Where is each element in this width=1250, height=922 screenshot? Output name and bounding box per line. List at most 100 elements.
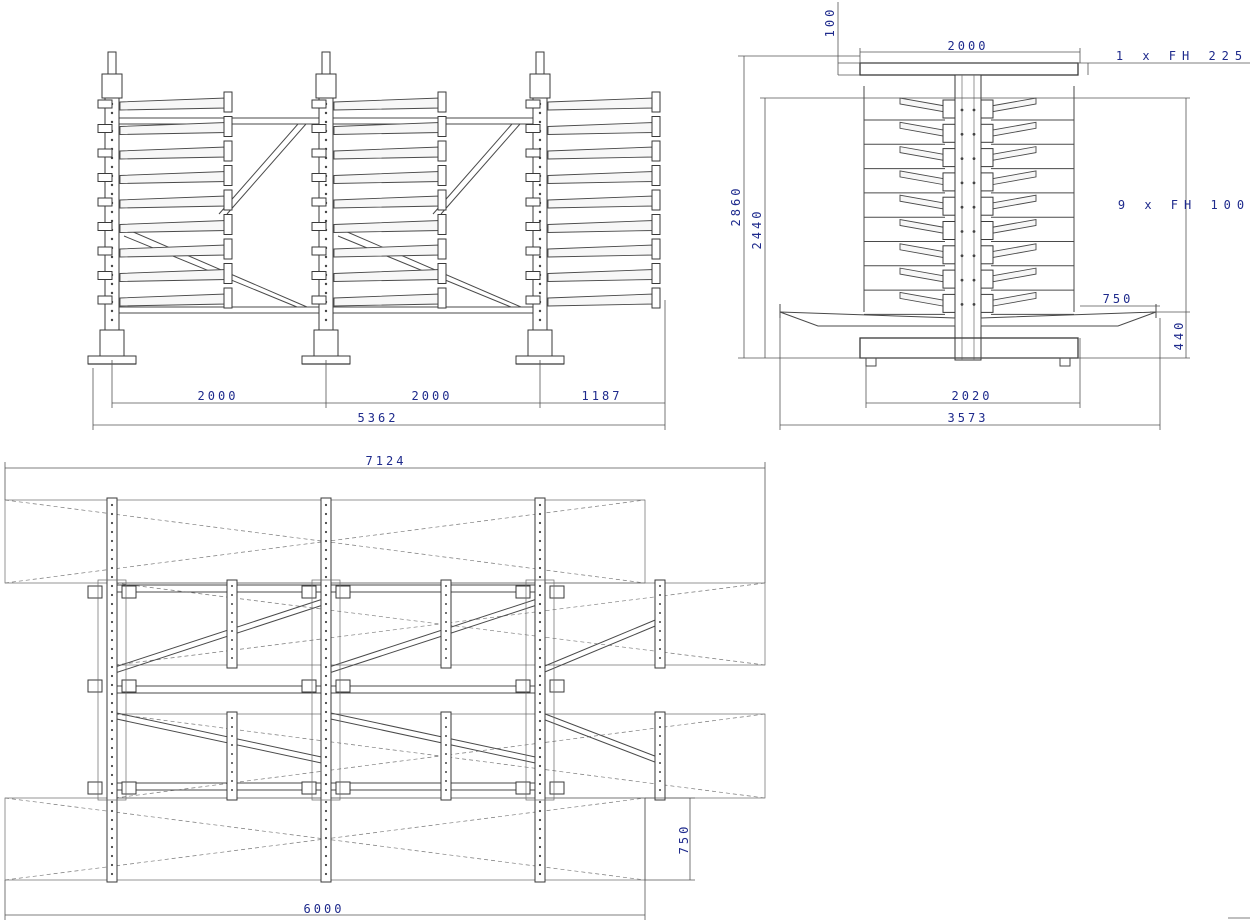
front-arm-tip	[223, 189, 233, 211]
plan-diagonal-brace	[539, 617, 661, 669]
front-arm-bracket	[97, 246, 113, 256]
plan-arm-end	[226, 579, 238, 669]
front-arm-tip	[651, 165, 661, 186]
base-width-dimension: 2020	[952, 389, 993, 403]
front-arm-tip	[651, 140, 661, 162]
side-arm-left	[899, 121, 946, 137]
front-dimensions	[92, 300, 666, 430]
front-column-top	[107, 51, 117, 75]
plan-arm-end	[654, 579, 666, 669]
front-arm-tip	[223, 263, 233, 284]
front-arm-tip	[437, 263, 447, 284]
side-column	[954, 74, 982, 361]
front-elevation-view: 2000 2000 1187 5362	[87, 51, 666, 430]
front-arm-tip	[437, 140, 447, 162]
front-bay-2-dimension: 2000	[412, 389, 453, 403]
plan-connector	[515, 585, 531, 599]
plan-column	[320, 497, 332, 883]
front-arm-bracket	[311, 173, 327, 182]
front-arm-bracket	[97, 222, 113, 231]
plan-connector	[515, 679, 531, 693]
front-arm-tip	[223, 91, 233, 113]
front-arm-bracket	[311, 124, 327, 133]
arm-levels-note: 9 x FH 100	[1118, 198, 1250, 212]
front-arm	[547, 293, 655, 307]
side-arm-right	[990, 194, 1037, 210]
side-arm-left	[899, 170, 946, 186]
front-arm	[119, 293, 227, 307]
side-arm-right	[990, 243, 1037, 259]
plan-diagonal-brace	[111, 597, 327, 669]
front-arm-tip	[437, 287, 447, 309]
front-arm-tip	[651, 116, 661, 137]
front-arm-bracket	[311, 271, 327, 280]
front-arm	[333, 171, 441, 184]
plan-column	[534, 497, 546, 883]
front-arm-tip	[223, 214, 233, 235]
front-arm	[547, 97, 655, 111]
front-arm-tip	[651, 214, 661, 235]
front-arm-bracket	[525, 99, 541, 109]
plan-arm-end	[654, 711, 666, 801]
front-arm	[119, 269, 227, 282]
front-bay-1-dimension: 2000	[198, 389, 239, 403]
front-diagonal-brace	[440, 123, 521, 215]
base-height-dimension: 440	[1172, 320, 1186, 351]
plan-arm-end	[440, 579, 452, 669]
plan-connector	[301, 585, 317, 599]
front-arm-tip	[437, 238, 447, 260]
front-arm	[119, 195, 227, 209]
front-arm-tip	[651, 238, 661, 260]
front-arms	[97, 91, 661, 309]
front-arm-bracket	[311, 148, 327, 158]
side-arm-right	[990, 121, 1037, 137]
front-arm-bracket	[97, 124, 113, 133]
front-column-base	[99, 329, 125, 357]
plan-view: 7124 750 6000	[4, 454, 1250, 920]
plan-diagonal-brace	[539, 711, 661, 759]
front-arm	[119, 244, 227, 258]
side-arm-left	[899, 194, 946, 210]
side-total-width-dimension: 3573	[948, 411, 989, 425]
front-arm-bracket	[311, 99, 327, 109]
front-arm-bracket	[97, 148, 113, 158]
front-arm-tip	[651, 189, 661, 211]
front-arm	[547, 195, 655, 209]
side-elevation-view: 100 2000 1 x FH 225 9 x FH 100 2860 2440…	[729, 2, 1250, 430]
side-arm-right	[990, 267, 1037, 283]
side-arm-right	[990, 146, 1037, 162]
front-arm	[333, 293, 441, 307]
front-arm-bracket	[525, 222, 541, 231]
front-arm	[119, 97, 227, 111]
plan-connector	[87, 585, 103, 599]
front-arm-bracket	[97, 99, 113, 109]
front-arm-tip	[651, 263, 661, 284]
front-arm-tip	[223, 287, 233, 309]
front-arm	[333, 244, 441, 258]
top-arm-note: 1 x FH 225	[1116, 49, 1248, 63]
plan-diagonal-brace	[325, 711, 541, 759]
plan-connector	[301, 679, 317, 693]
side-dimensions	[738, 2, 1250, 430]
front-arm-bracket	[97, 173, 113, 182]
front-arm-tip	[437, 214, 447, 235]
front-arm-bracket	[311, 295, 327, 305]
front-diagonal-brace	[123, 227, 308, 308]
side-arm-right	[990, 170, 1037, 186]
plan-total-length-dimension: 7124	[366, 454, 407, 468]
plan-arm-length-dimension: 750	[677, 824, 691, 855]
front-arm-bracket	[311, 222, 327, 231]
front-column-top	[321, 51, 331, 75]
front-arm	[547, 122, 655, 135]
front-arm-bracket	[525, 124, 541, 133]
front-arm-tip	[437, 165, 447, 186]
side-arm-left	[899, 146, 946, 162]
front-arm	[547, 146, 655, 160]
front-arm-tip	[223, 116, 233, 137]
front-arm	[333, 97, 441, 111]
side-arm-right	[990, 97, 1037, 113]
front-columns	[87, 51, 565, 365]
plan-columns	[87, 497, 666, 883]
top-arm	[859, 62, 1079, 76]
plan-dimensions	[4, 462, 1250, 920]
